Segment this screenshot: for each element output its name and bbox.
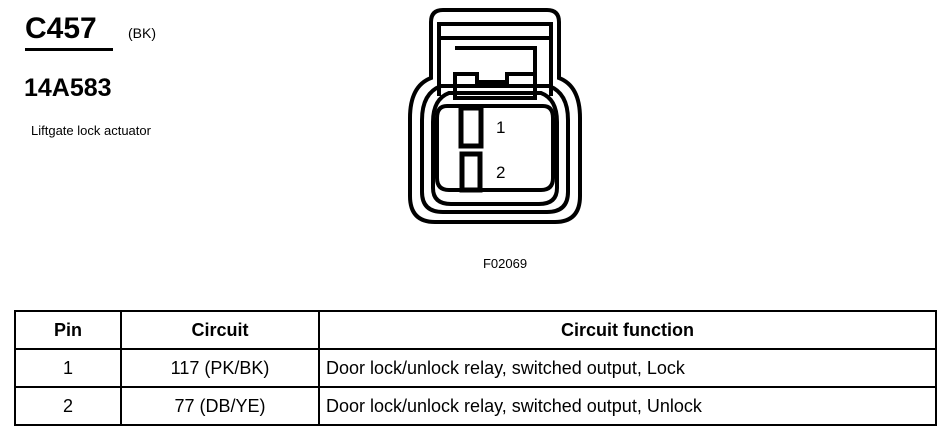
column-header-circuit: Circuit [120, 310, 320, 350]
connector-code: C457 [25, 12, 97, 45]
cell-pin: 1 [14, 348, 122, 388]
table-header-row: Pin Circuit Circuit function [14, 310, 937, 350]
connector-drawing-svg: 1 2 [408, 8, 582, 224]
column-header-function: Circuit function [318, 310, 937, 350]
connector-color-code: (BK) [128, 25, 156, 41]
connector-terminal-block [435, 104, 555, 192]
connector-latch-outer [437, 22, 553, 96]
connector-outer-shell [408, 8, 582, 224]
table-row: 2 77 (DB/YE) Door lock/unlock relay, swi… [14, 386, 937, 426]
pin-cavity-1 [458, 105, 484, 149]
figure-reference-code: F02069 [482, 256, 528, 271]
connector-description: Liftgate lock actuator [31, 123, 151, 138]
connector-latch-notch-box [453, 46, 537, 100]
connector-identification-block: C457 (BK) 14A583 Liftgate lock actuator [0, 0, 400, 300]
connector-code-underline [25, 48, 113, 51]
cell-function: Door lock/unlock relay, switched output,… [318, 348, 937, 388]
table-row: 1 117 (PK/BK) Door lock/unlock relay, sw… [14, 348, 937, 388]
cell-circuit: 117 (PK/BK) [120, 348, 320, 388]
pin-number-2-label: 2 [496, 163, 505, 182]
connector-middle-shell [420, 84, 570, 214]
cell-pin: 2 [14, 386, 122, 426]
connector-inner-shell [431, 91, 559, 206]
column-header-pin: Pin [14, 310, 122, 350]
connector-part-number: 14A583 [24, 74, 112, 102]
cell-circuit: 77 (DB/YE) [120, 386, 320, 426]
pin-cavity-2 [459, 151, 483, 193]
pin-number-1-label: 1 [496, 118, 505, 137]
cell-function: Door lock/unlock relay, switched output,… [318, 386, 937, 426]
connector-illustration: 1 2 F02069 [395, 0, 615, 285]
pin-assignment-table: Pin Circuit Circuit function 1 117 (PK/B… [14, 310, 937, 426]
